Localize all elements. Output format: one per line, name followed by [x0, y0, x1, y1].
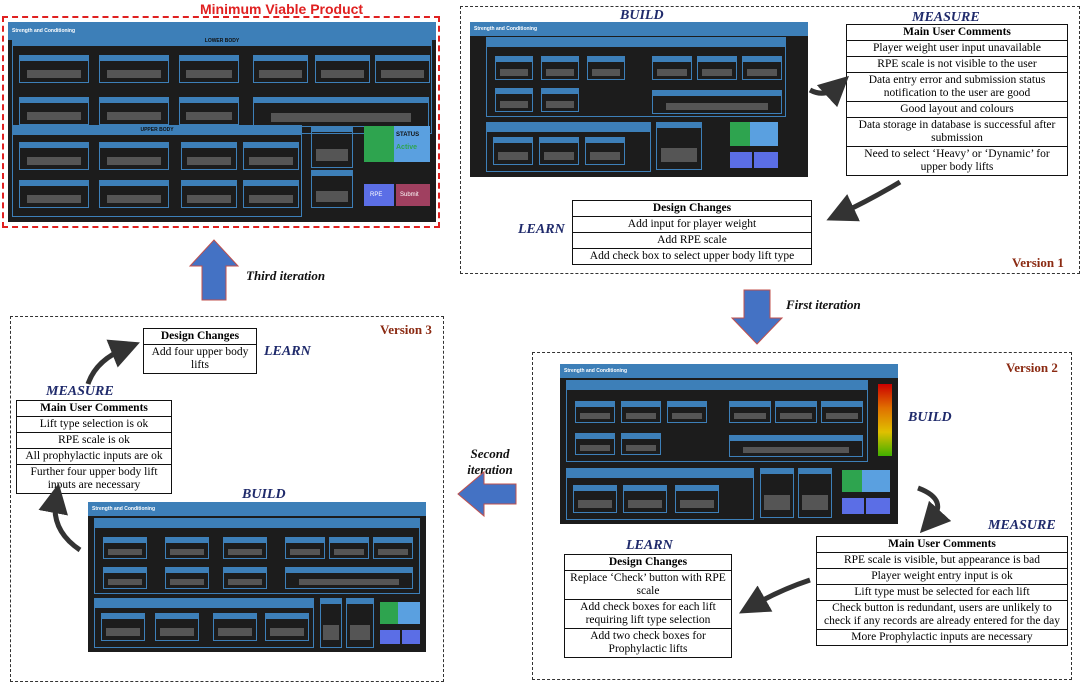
- version1-frame: [460, 6, 1080, 274]
- app-title: Strength and Conditioning: [8, 22, 436, 40]
- status-label: STATUS: [396, 132, 420, 138]
- v3-learn-label: LEARN: [264, 344, 311, 359]
- v2-learn-label: LEARN: [626, 538, 673, 553]
- version1-label: Version 1: [1012, 255, 1064, 270]
- v2-learn-table: Design Changes Replace ‘Check’ button wi…: [564, 554, 732, 658]
- third-iteration-arrow: [188, 239, 240, 301]
- v3-build-label: BUILD: [242, 487, 286, 502]
- v2-build-to-measure-arrow: [917, 485, 952, 534]
- rpe-button-label: RPE: [370, 192, 383, 198]
- submit-button-label: Submit: [400, 192, 419, 198]
- rpe-scale: [878, 384, 892, 456]
- first-iteration-arrow: [730, 289, 784, 345]
- v2-build-label: BUILD: [908, 410, 952, 425]
- second-iteration-arrow: [457, 470, 517, 518]
- v1-measure-label: MEASURE: [912, 10, 980, 25]
- v3-learn-table: Design Changes Add four upper body lifts: [143, 328, 257, 374]
- v1-measure-to-learn-arrow: [826, 179, 902, 222]
- version2-frame: [532, 352, 1072, 680]
- lower-body-header: LOWER BODY: [13, 37, 431, 46]
- third-iteration-label: Third iteration: [246, 268, 326, 283]
- mvp-app-screenshot: Strength and Conditioning LOWER BODY UPP…: [8, 22, 436, 222]
- mvp-title: Minimum Viable Product: [200, 1, 364, 17]
- active-label: Active: [396, 144, 418, 151]
- v3-build-to-measure-arrow: [38, 483, 82, 553]
- v3-measure-to-learn-arrow: [85, 339, 140, 385]
- mvp-frame: [2, 16, 440, 228]
- v2-measure-label: MEASURE: [988, 518, 1056, 533]
- v3-measure-table: Main User Comments Lift type selection i…: [16, 400, 172, 494]
- version3-frame: [10, 316, 444, 682]
- second-iteration-label: Second iteration: [467, 446, 513, 477]
- first-iteration-label: First iteration: [786, 297, 861, 312]
- v3-app-screenshot: Strength and Conditioning: [88, 502, 426, 652]
- version2-label: Version 2: [1006, 360, 1058, 375]
- v1-app-screenshot: Strength and Conditioning: [470, 22, 808, 177]
- v1-learn-table: Design Changes Add input for player weig…: [572, 200, 812, 265]
- v1-build-label: BUILD: [620, 8, 664, 23]
- v1-build-to-measure-arrow: [808, 75, 850, 108]
- upper-body-header: UPPER BODY: [13, 126, 301, 135]
- v2-measure-to-learn-arrow: [738, 577, 811, 614]
- v3-measure-label: MEASURE: [46, 384, 114, 399]
- v2-app-screenshot: Strength and Conditioning: [560, 364, 898, 524]
- version3-label: Version 3: [380, 322, 432, 337]
- v1-measure-table: Main User Comments Player weight user in…: [846, 24, 1068, 176]
- v1-learn-label: LEARN: [518, 222, 565, 237]
- v2-measure-table: Main User Comments RPE scale is visible,…: [816, 536, 1068, 646]
